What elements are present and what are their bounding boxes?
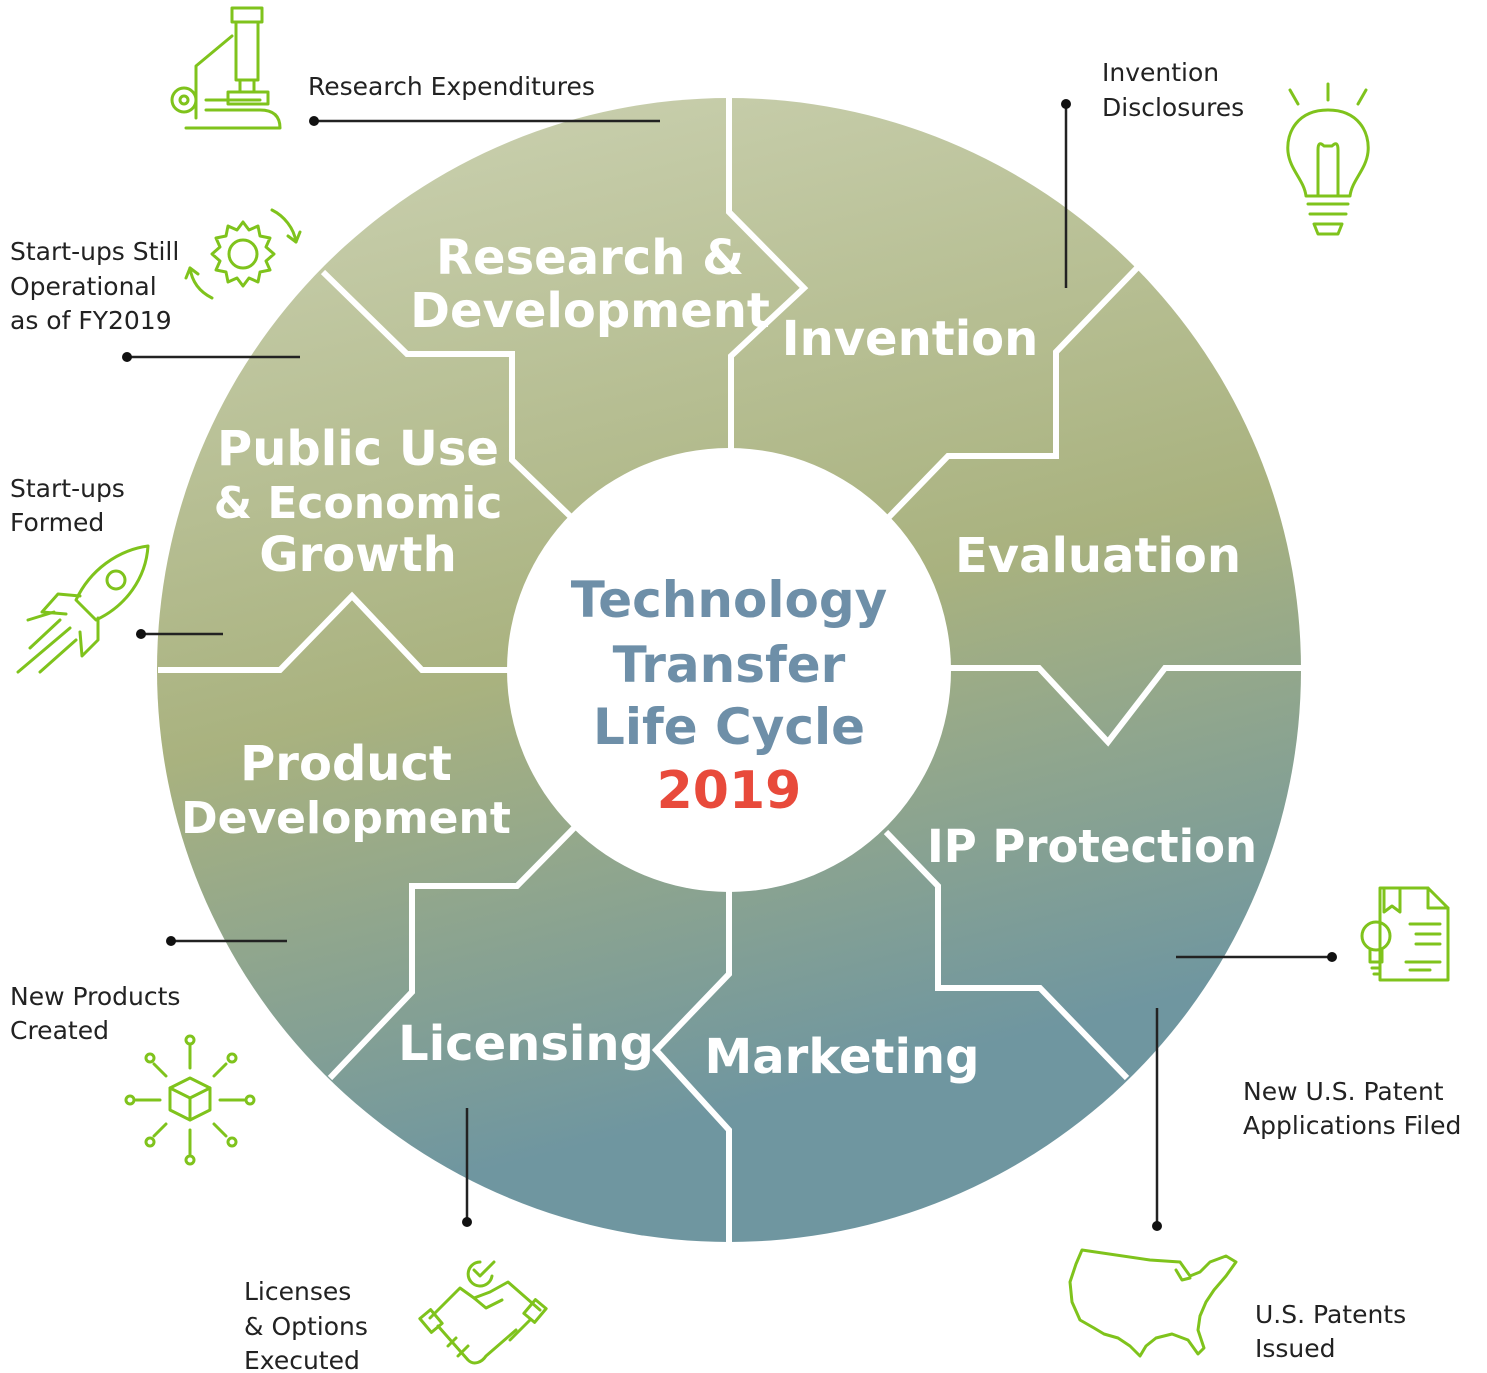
callout-invention-disclosures: Invention Disclosures xyxy=(1102,58,1244,122)
connector-dot xyxy=(1327,952,1337,962)
connector-dot xyxy=(462,1217,472,1227)
callout-startups-formed: Start-ups Formed xyxy=(10,474,125,537)
segment-label-line: Public Use xyxy=(217,421,499,477)
connector-dot xyxy=(122,352,132,362)
callout-text: New U.S. Patent xyxy=(1243,1077,1444,1106)
seam-research-invention xyxy=(726,96,809,450)
callout-text: Start-ups xyxy=(10,474,125,503)
rocket-icon xyxy=(16,544,150,674)
segment-ip-protection: IP Protection xyxy=(927,820,1257,873)
center-title-line-1: Technology xyxy=(571,571,887,629)
segment-label-line: Marketing xyxy=(705,1029,980,1085)
segment-evaluation: Evaluation xyxy=(955,528,1241,584)
callout-text: Executed xyxy=(244,1346,360,1373)
seam-product-public xyxy=(158,591,510,673)
callout-text: Applications Filed xyxy=(1243,1111,1461,1140)
callout-text: Formed xyxy=(10,508,104,537)
callout-text: Created xyxy=(10,1016,109,1045)
callout-text: U.S. Patents xyxy=(1255,1300,1406,1329)
segment-marketing: Marketing xyxy=(705,1029,980,1085)
segment-licensing: Licensing xyxy=(398,1016,654,1072)
connector-dot xyxy=(136,629,146,639)
seam-invention-evaluation xyxy=(885,265,1140,521)
connector-dot xyxy=(166,936,176,946)
callout-text: Start-ups Still xyxy=(10,237,179,266)
segment-label-line: Development xyxy=(181,793,511,844)
connector-dot xyxy=(309,116,319,126)
callout-startups-operational: Start-ups Still Operational as of FY2019 xyxy=(10,237,179,335)
seam-licensing-product xyxy=(327,825,577,1081)
callout-patent-applications: New U.S. Patent Applications Filed xyxy=(1243,1077,1461,1140)
callout-text: Operational xyxy=(10,272,157,301)
callout-patents-issued: U.S. Patents Issued xyxy=(1255,1300,1406,1363)
patent-document-icon xyxy=(1360,886,1450,982)
callout-text: Research Expenditures xyxy=(308,72,595,101)
life-cycle-ring xyxy=(157,96,1302,1242)
segment-product-development: Product Development xyxy=(181,736,511,844)
center-title: Technology Transfer Life Cycle 2019 xyxy=(571,571,887,821)
gear-cycle-icon xyxy=(184,208,302,300)
segment-label-line: & Economic xyxy=(214,478,503,529)
segment-label-line: Invention xyxy=(782,311,1039,367)
seam-evaluation-ip xyxy=(945,665,1302,747)
cube-network-icon xyxy=(124,1034,256,1166)
handshake-icon xyxy=(418,1260,548,1365)
connector-dot xyxy=(1061,99,1071,109)
lightbulb-icon xyxy=(1286,82,1370,236)
callout-licenses-executed: Licenses & Options Executed xyxy=(244,1277,368,1373)
callout-text: as of FY2019 xyxy=(10,306,172,335)
callout-text: Invention xyxy=(1102,58,1219,87)
center-title-line-3: Life Cycle xyxy=(593,698,865,756)
callout-new-products: New Products Created xyxy=(10,982,180,1045)
segment-label-line: Development xyxy=(410,283,770,339)
segment-label-line: Product xyxy=(240,736,452,792)
segment-label-line: Research & xyxy=(436,230,744,286)
segment-label-line: Licensing xyxy=(398,1016,654,1072)
callout-text: New Products xyxy=(10,982,180,1011)
center-year: 2019 xyxy=(657,761,802,821)
seam-ip-marketing xyxy=(883,829,1130,1081)
segment-label-line: Evaluation xyxy=(955,528,1241,584)
callout-text: & Options xyxy=(244,1312,368,1341)
segment-research-development: Research & Development xyxy=(410,230,770,339)
seam-marketing-licensing xyxy=(651,890,732,1242)
segment-label-line: IP Protection xyxy=(927,820,1257,873)
segment-label-line: Growth xyxy=(259,527,457,583)
segment-invention: Invention xyxy=(782,311,1039,367)
callout-text: Disclosures xyxy=(1102,93,1244,122)
segment-public-use: Public Use & Economic Growth xyxy=(214,421,503,583)
connector-dot xyxy=(1152,1221,1162,1231)
center-title-line-2: Transfer xyxy=(613,636,846,694)
callout-text: Licenses xyxy=(244,1277,351,1306)
callout-connectors xyxy=(122,99,1337,1231)
center-disc xyxy=(507,448,951,892)
usa-map-icon xyxy=(1068,1248,1238,1358)
microscope-icon xyxy=(170,6,282,130)
callout-research-expenditures: Research Expenditures xyxy=(308,72,595,101)
seam-public-research xyxy=(320,269,575,521)
callout-text: Issued xyxy=(1255,1334,1336,1363)
